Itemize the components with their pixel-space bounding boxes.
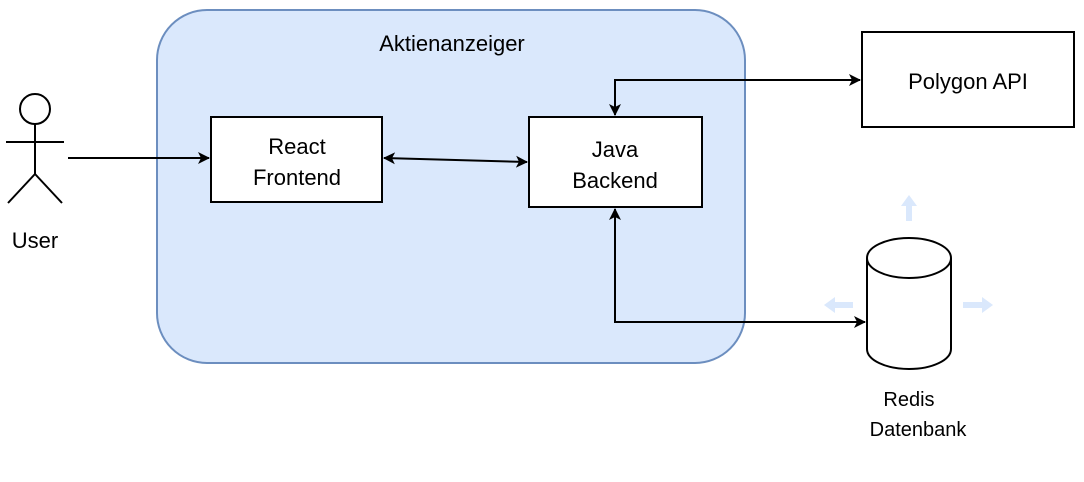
edge-backend-api [609,74,861,116]
container-title: Aktienanzeiger [379,31,525,56]
backend-label-line2: Backend [572,168,658,193]
stick-figure-icon [6,93,64,204]
aktienanzeiger-container [156,9,746,364]
polygon-api-node: Polygon API [861,31,1075,128]
frontend-label-line1: React [268,134,325,159]
hint-arrow-up-icon[interactable] [901,195,917,221]
react-frontend-node: React Frontend [210,116,383,203]
java-backend-node: Java Backend [528,116,703,208]
backend-label-line1: Java [592,137,639,162]
api-label: Polygon API [908,69,1028,94]
database-label-line2: Datenbank [870,419,968,441]
edge-frontend-backend [383,152,528,168]
cylinder-database-icon [866,237,952,370]
redis-database-node: Redis Datenbank [866,237,968,441]
frontend-label-line2: Frontend [253,165,341,190]
hint-arrow-left-icon[interactable] [824,297,853,313]
user-actor: User [6,93,64,253]
database-label-line1: Redis [883,389,934,411]
edge-backend-redis [609,208,866,328]
user-label: User [12,228,58,253]
hint-arrow-right-icon[interactable] [963,297,993,313]
